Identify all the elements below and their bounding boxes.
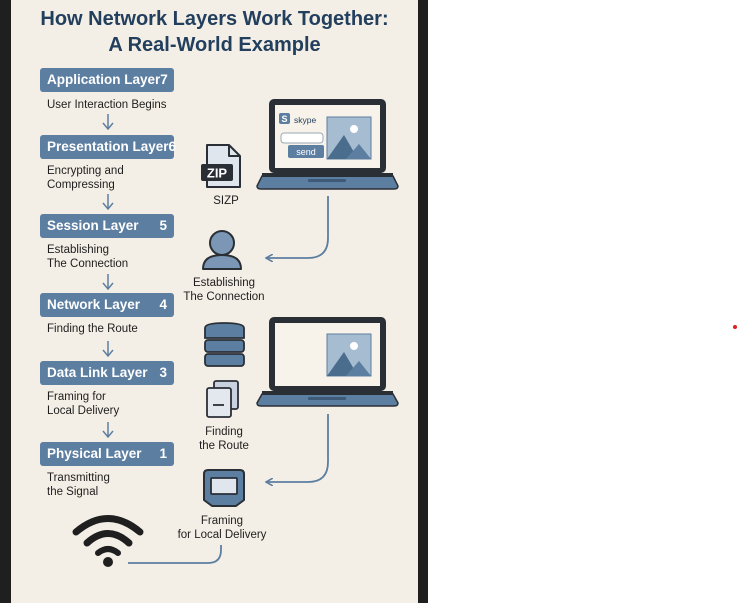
layer-number: 5 (159, 218, 167, 233)
connector-laptop-to-frame (267, 414, 329, 482)
person-icon (202, 230, 242, 270)
layer-name: Session Layer (47, 218, 139, 233)
layer-pill-session: Session Layer 5 (40, 214, 174, 238)
connector-laptop-to-person (267, 196, 329, 258)
layer-number: 7 (160, 72, 168, 87)
layer-description-network: Finding the Route (47, 323, 138, 335)
layer-description-application: User Interaction Begins (47, 99, 167, 111)
laptop-image-icon (256, 317, 399, 407)
layer-name: Network Layer (47, 297, 141, 312)
laptop-skype-icon: S skype send (256, 99, 399, 190)
svg-text:skype: skype (294, 115, 316, 125)
wifi-icon (72, 515, 144, 567)
layer-pill-physical: Physical Layer 1 (40, 442, 174, 466)
connector-wifi-to-frame (128, 545, 222, 564)
down-arrow-5 (102, 422, 114, 439)
svg-text:send: send (296, 147, 316, 157)
left-frame-border (0, 0, 11, 603)
documents-icon (206, 380, 239, 418)
title-line-2: A Real-World Example (108, 34, 321, 56)
zip-caption: SIZP (213, 195, 239, 207)
layer-number: 1 (159, 446, 167, 461)
layer-name: Presentation Layer (47, 139, 169, 154)
layer-number: 4 (159, 297, 167, 312)
red-dot-marker (733, 325, 737, 329)
title-line-1: How Network Layers Work Together: (40, 8, 389, 30)
svg-text:ZIP: ZIP (207, 166, 228, 181)
down-arrow-3 (102, 274, 114, 291)
right-frame-border (418, 0, 428, 603)
layer-pill-presentation: Presentation Layer 6 (40, 135, 177, 159)
layer-name: Application Layer (47, 72, 161, 87)
svg-text:S: S (281, 114, 287, 124)
layer-pill-application: Application Layer 7 (40, 68, 174, 92)
layer-name: Data Link Layer (47, 365, 148, 380)
down-arrow-1 (102, 114, 114, 131)
database-stack-icon (204, 322, 245, 367)
layer-name: Physical Layer (47, 446, 142, 461)
layer-pill-network: Network Layer 4 (40, 293, 174, 317)
layer-number: 6 (168, 139, 177, 154)
zip-file-icon: ZIP (201, 144, 241, 188)
layer-number: 3 (159, 365, 167, 380)
layer-pill-data-link: Data Link Layer 3 (40, 361, 174, 385)
down-arrow-4 (102, 341, 114, 358)
down-arrow-2 (102, 194, 114, 211)
network-frame-icon (203, 469, 245, 507)
